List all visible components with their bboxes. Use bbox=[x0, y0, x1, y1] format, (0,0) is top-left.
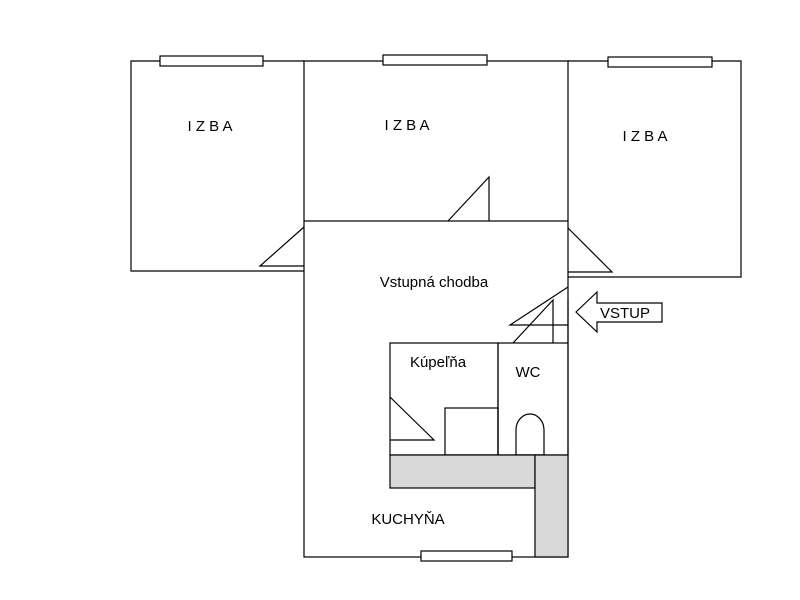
right-room-walls bbox=[568, 60, 742, 278]
toilet-bowl bbox=[515, 413, 545, 456]
right-room-label: I Z B A bbox=[622, 128, 667, 145]
bathtub bbox=[444, 407, 499, 456]
kitchen-window bbox=[420, 550, 513, 562]
hallway-walls bbox=[303, 220, 569, 558]
left-room-door bbox=[258, 226, 305, 267]
entrance-label: VSTUP bbox=[600, 305, 650, 322]
left-room-walls bbox=[130, 60, 304, 272]
wc-label: WC bbox=[516, 364, 541, 381]
bathroom-door bbox=[389, 396, 436, 441]
middle-room-label: I Z B A bbox=[384, 117, 429, 134]
left-room-window bbox=[159, 55, 264, 67]
entrance-door-upper bbox=[507, 286, 569, 326]
middle-room-window bbox=[382, 54, 488, 66]
hallway-label: Vstupná chodba bbox=[380, 274, 489, 291]
right-room-door bbox=[567, 227, 614, 273]
kitchen-counter-horizontal bbox=[389, 454, 536, 489]
middle-room-walls bbox=[303, 60, 569, 221]
wc-walls bbox=[497, 342, 569, 456]
entrance-arrow-icon bbox=[575, 290, 663, 334]
right-room-window bbox=[607, 56, 713, 68]
kitchen-counter-vertical bbox=[534, 454, 569, 558]
kitchen-label: KUCHYŇA bbox=[371, 511, 444, 528]
entrance-door-lower bbox=[512, 298, 554, 344]
bathroom-label: Kúpeľňa bbox=[410, 354, 467, 371]
middle-room-door bbox=[447, 175, 490, 222]
left-room-label: I Z B A bbox=[187, 118, 232, 135]
